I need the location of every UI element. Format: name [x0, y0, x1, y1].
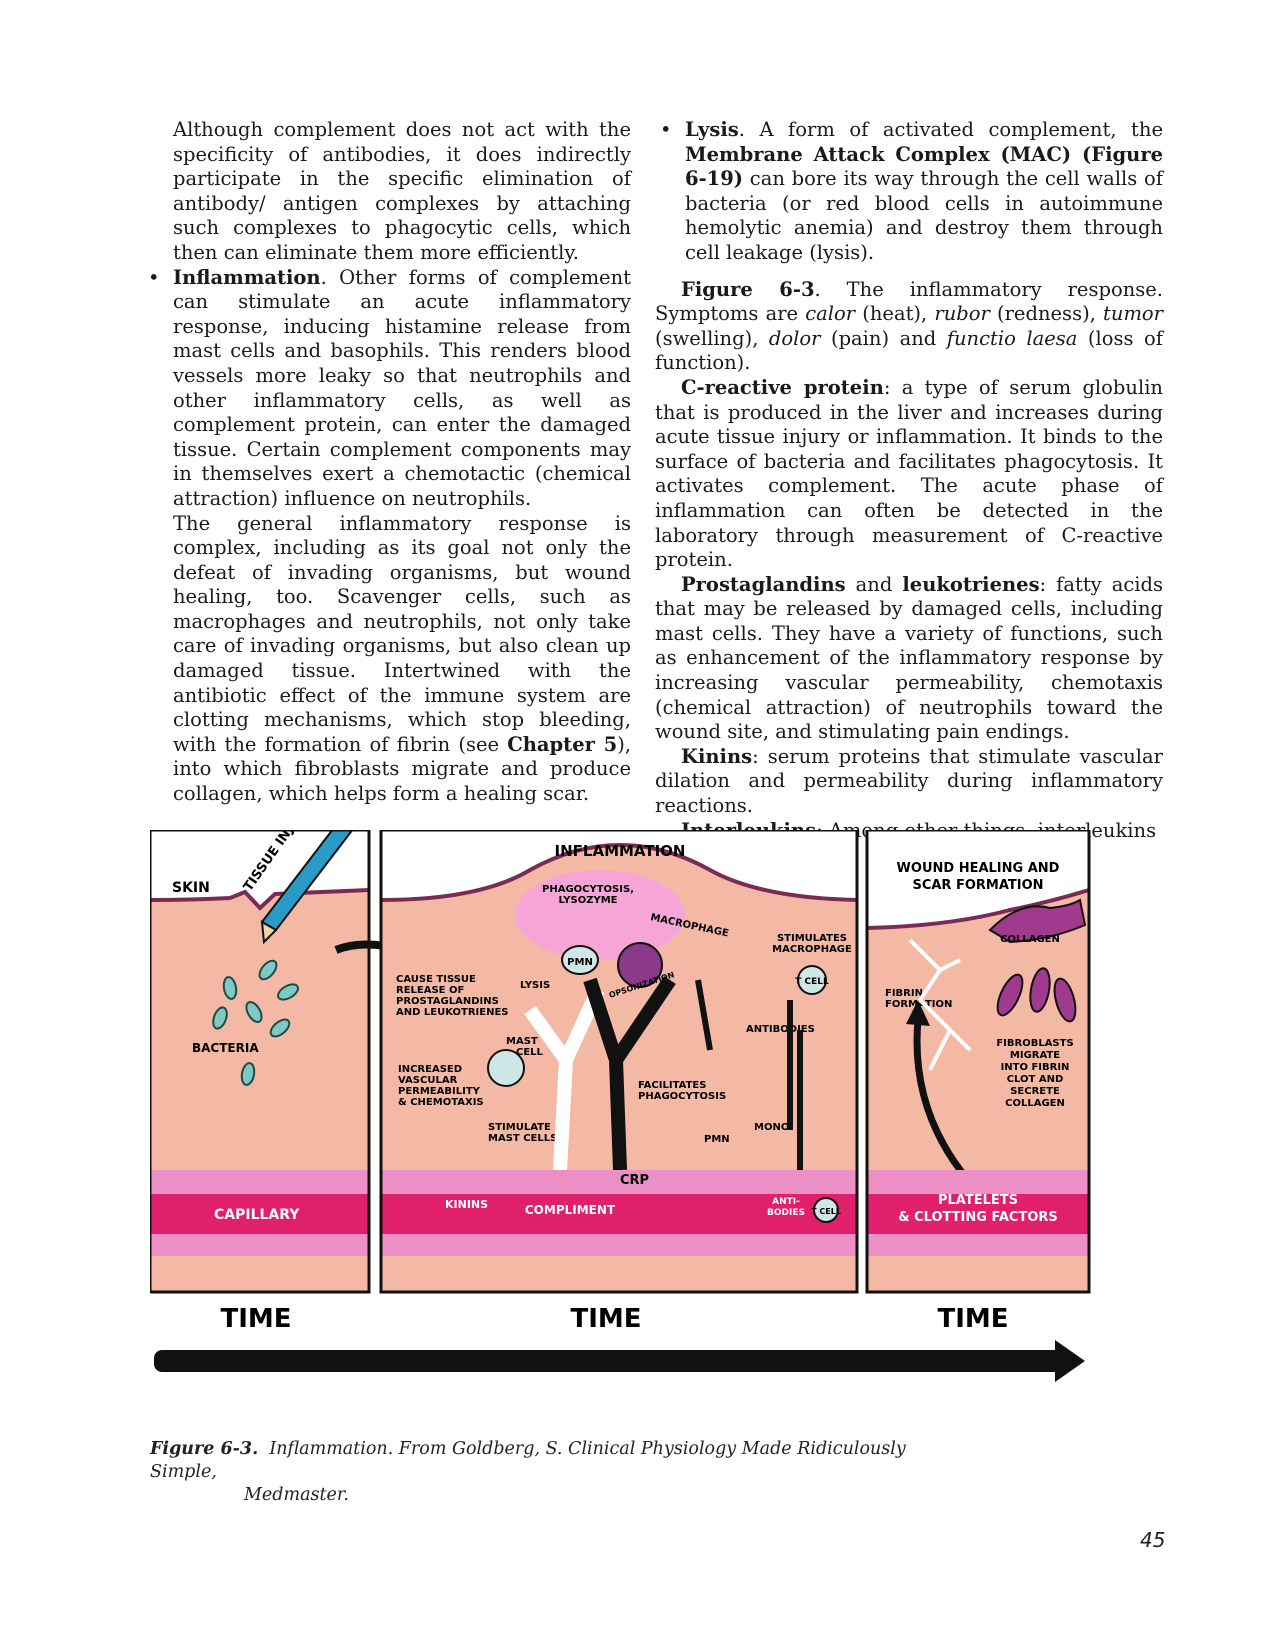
- svg-text:PMN: PMN: [704, 1134, 730, 1145]
- svg-text:COLLAGEN: COLLAGEN: [1000, 934, 1060, 945]
- svg-text:MIGRATE: MIGRATE: [1010, 1050, 1060, 1061]
- bacteria-label: BACTERIA: [192, 1041, 259, 1055]
- inflammation-term: Inflammation: [173, 265, 321, 289]
- svg-text:PHAGOCYTOSIS,: PHAGOCYTOSIS,: [542, 884, 634, 895]
- svg-text:LYSIS: LYSIS: [520, 980, 550, 991]
- svg-text:ANTI-: ANTI-: [772, 1197, 800, 1207]
- chapter-reference: Chapter 5: [507, 732, 618, 756]
- t-cell-icon: [797, 965, 827, 995]
- svg-text:PLATELETS: PLATELETS: [938, 1193, 1018, 1208]
- svg-text:WOUND HEALING AND: WOUND HEALING AND: [897, 861, 1060, 876]
- svg-text:CAUSE TISSUE: CAUSE TISSUE: [396, 974, 476, 985]
- svg-text:CLOT AND: CLOT AND: [1007, 1074, 1064, 1085]
- caption-line-1: Inflammation. From Goldberg, S. Clinical…: [150, 1439, 906, 1482]
- kinins-paragraph: Kinins: serum proteins that stimulate va…: [655, 744, 1163, 818]
- svg-text:T CELL: T CELL: [795, 977, 829, 987]
- svg-text:SECRETE: SECRETE: [1010, 1086, 1060, 1097]
- svg-text:LYSOZYME: LYSOZYME: [558, 895, 617, 906]
- svg-text:FIBROBLASTS: FIBROBLASTS: [996, 1038, 1073, 1049]
- fibroblast-icon: [996, 967, 1077, 1023]
- svg-text:ANTIBODIES: ANTIBODIES: [746, 1024, 815, 1035]
- mast-cell-icon: [487, 1049, 525, 1087]
- inflammation-bullet: Inflammation. Other forms of complement …: [143, 266, 631, 512]
- black-arrows: [583, 976, 676, 1171]
- inflammation-diagram: TISSUE INJURY SKIN BACTERIA CAPILLARY IN…: [148, 799, 1091, 1382]
- svg-text:FIBRIN: FIBRIN: [885, 988, 923, 999]
- crp-label: CRP: [620, 1173, 649, 1188]
- figure-description: Figure 6-3. The inflammatory response. S…: [655, 277, 1163, 375]
- svg-text:MONO: MONO: [754, 1122, 789, 1133]
- svg-text:MAST: MAST: [506, 1036, 538, 1047]
- time-label-3: TIME: [937, 1304, 1008, 1334]
- timeline-arrow: [154, 1350, 1064, 1372]
- right-text-column: Lysis. A form of activated complement, t…: [655, 118, 1163, 843]
- panel-inflammation: INFLAMMATION PHAGOCYTOSIS, LYSOZYME MACR…: [379, 828, 859, 1294]
- inflamed-zone: [515, 870, 685, 960]
- svg-text:INTO FIBRIN: INTO FIBRIN: [1001, 1062, 1070, 1073]
- svg-text:PMN: PMN: [567, 957, 593, 968]
- complement-paragraph: Although complement does not act with th…: [173, 118, 631, 264]
- page-number: 45: [1140, 1528, 1166, 1552]
- svg-text:& CLOTTING FACTORS: & CLOTTING FACTORS: [898, 1210, 1058, 1225]
- inflammation-title: INFLAMMATION: [555, 842, 686, 860]
- mac-reference: Membrane Attack Complex (MAC) (Figure 6-…: [685, 142, 1163, 191]
- svg-text:MAST CELLS: MAST CELLS: [488, 1133, 557, 1144]
- panel-wound-healing: WOUND HEALING AND SCAR FORMATION COLLAGE…: [865, 828, 1091, 1294]
- pmn-icon: [561, 945, 599, 975]
- svg-text:FACILITATES: FACILITATES: [638, 1080, 706, 1091]
- macrophage-icon: [617, 942, 663, 988]
- svg-text:BODIES: BODIES: [767, 1208, 805, 1218]
- svg-text:COMPLIMENT: COMPLIMENT: [525, 1203, 616, 1217]
- bacteria-icon: [212, 959, 299, 1086]
- svg-text:CELL: CELL: [516, 1047, 544, 1058]
- left-text-column: Although complement does not act with th…: [143, 118, 631, 807]
- svg-text:PROSTAGLANDINS: PROSTAGLANDINS: [396, 996, 499, 1007]
- inflammatory-response-paragraph: The general inflammatory response is com…: [173, 511, 631, 806]
- svg-text:COLLAGEN: COLLAGEN: [1005, 1098, 1065, 1109]
- svg-text:T CELL: T CELL: [811, 1207, 841, 1216]
- fibrin-icon: [908, 938, 972, 1071]
- svg-text:KININS: KININS: [445, 1198, 488, 1211]
- capillary-label: CAPILLARY: [214, 1207, 300, 1223]
- skin-label: SKIN: [172, 880, 210, 896]
- panel-tissue-injury: TISSUE INJURY SKIN BACTERIA CAPILLARY: [148, 799, 371, 1294]
- prostaglandins-paragraph: Prostaglandins and leukotrienes: fatty a…: [655, 572, 1163, 744]
- scar-icon: [988, 898, 1087, 944]
- svg-text:STIMULATE: STIMULATE: [488, 1122, 551, 1133]
- figure-caption: Figure 6-3. Inflammation. From Goldberg,…: [150, 1438, 910, 1507]
- svg-text:PHAGOCYTOSIS: PHAGOCYTOSIS: [638, 1091, 726, 1102]
- svg-text:PERMEABILITY: PERMEABILITY: [398, 1086, 481, 1097]
- svg-text:RELEASE OF: RELEASE OF: [396, 985, 464, 996]
- crp-paragraph: C-reactive protein: a type of serum glob…: [655, 375, 1163, 572]
- caption-label: Figure 6-3.: [150, 1439, 259, 1459]
- svg-text:INCREASED: INCREASED: [398, 1064, 462, 1075]
- svg-text:MACROPHAGE: MACROPHAGE: [772, 944, 852, 955]
- svg-text:SCAR FORMATION: SCAR FORMATION: [912, 878, 1043, 893]
- caption-line-2: Medmaster.: [244, 1485, 349, 1505]
- time-label-2: TIME: [570, 1304, 641, 1334]
- inflammation-figure: TISSUE INJURY SKIN BACTERIA CAPILLARY IN…: [148, 799, 1140, 1430]
- svg-text:& CHEMOTAXIS: & CHEMOTAXIS: [398, 1097, 484, 1108]
- svg-text:VASCULAR: VASCULAR: [398, 1075, 458, 1086]
- svg-text:AND LEUKOTRIENES: AND LEUKOTRIENES: [396, 1007, 509, 1018]
- lysis-bullet: Lysis. A form of activated complement, t…: [655, 118, 1163, 266]
- svg-text:STIMULATES: STIMULATES: [777, 933, 847, 944]
- time-label-1: TIME: [220, 1304, 291, 1334]
